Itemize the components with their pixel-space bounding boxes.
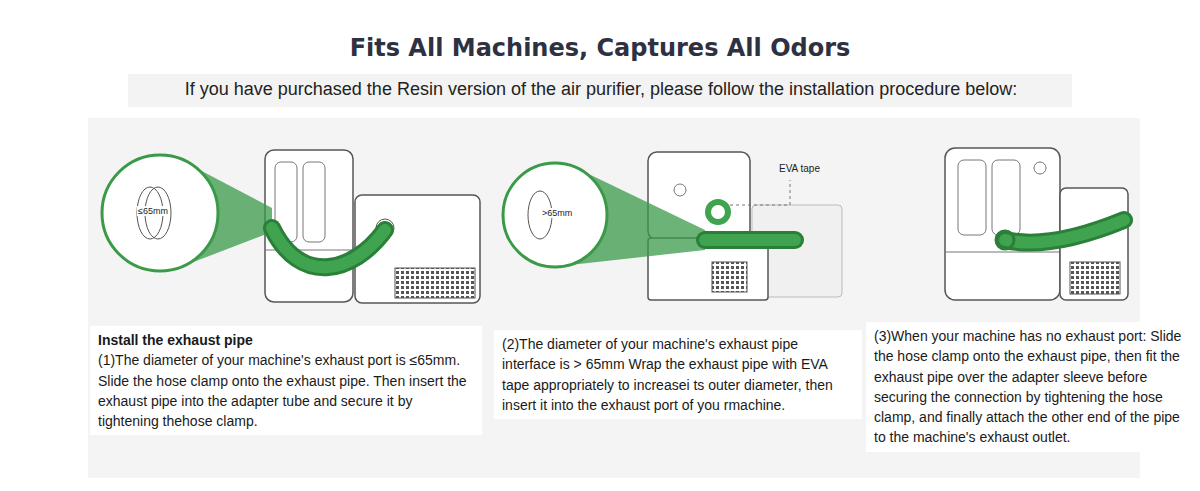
instruction-text: (2)The diameter of your machine's exhaus…: [502, 334, 854, 415]
leader-line: [730, 180, 790, 205]
exhaust-hose: [1005, 220, 1124, 243]
printer-window: [303, 162, 325, 242]
exhaust-hose: [272, 228, 385, 267]
purifier-grille: [395, 268, 475, 298]
panel-two-figure: [503, 152, 842, 300]
magnifier-circle: [503, 163, 607, 267]
subtitle: If you have purchased the Resin version …: [128, 79, 1074, 100]
printer-window: [958, 160, 986, 235]
instruction-text: (3)When your machine has no exhaust port…: [874, 326, 1188, 448]
printer-grille: [712, 262, 747, 292]
exhaust-hose: [1005, 220, 1124, 243]
purifier-grille: [1070, 262, 1120, 294]
part-label: EVA tape: [778, 163, 821, 174]
printer-button: [1034, 162, 1046, 174]
exhaust-hose: [705, 234, 795, 246]
printer-seam: [945, 252, 1060, 253]
text-panel: Install the exhaust pipe(1)The diameter …: [90, 326, 482, 435]
text-panel: (2)The diameter of your machine's exhaus…: [494, 330, 862, 419]
dimension-label: ≤65mm: [137, 206, 169, 216]
printer-body: [945, 148, 1060, 300]
panel-three-figure: [945, 148, 1128, 300]
dimension-label: >65mm: [541, 208, 573, 218]
exhaust-hose: [272, 228, 385, 267]
title: Fits All Machines, Captures All Odors: [0, 34, 1200, 62]
eva-tape-roll: [708, 202, 728, 222]
instruction-text: (1)The diameter of your machine's exhaus…: [98, 350, 474, 431]
printer-button: [674, 184, 686, 196]
exhaust-hose: [705, 231, 795, 249]
panel-heading: Install the exhaust pipe: [98, 330, 474, 350]
magnifier-circle: [102, 155, 218, 271]
adapter-sleeve: [996, 231, 1014, 249]
text-panel: (3)When your machine has no exhaust port…: [866, 322, 1196, 452]
printer-window: [992, 160, 1020, 235]
panel-one-figure: [102, 150, 480, 303]
